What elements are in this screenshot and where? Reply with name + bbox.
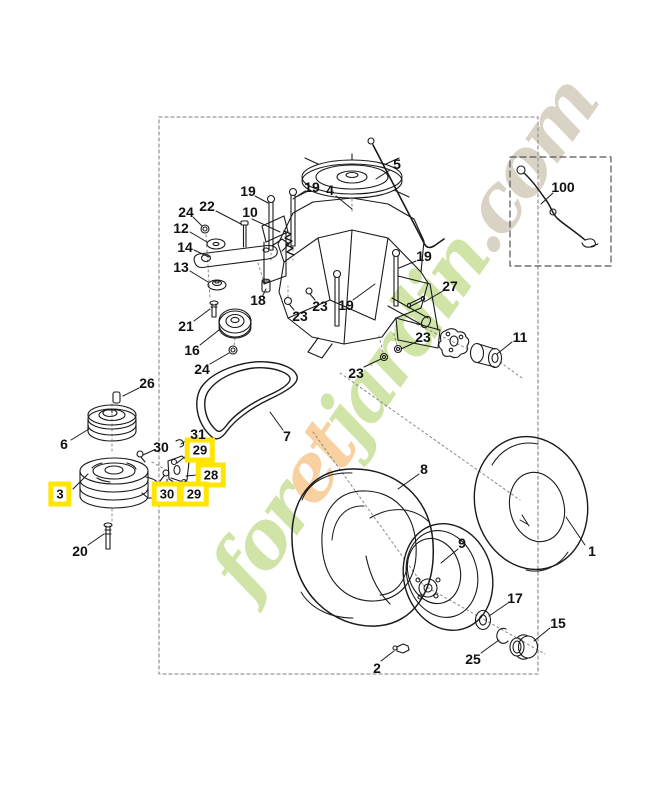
clutch-drawing [79,457,161,550]
part-label-4[interactable]: 4 [326,182,334,198]
part-label-19[interactable]: 19 [304,179,320,195]
part-label-29[interactable]: 29 [184,437,216,463]
tube-drawing [473,435,589,572]
part-label-23[interactable]: 23 [292,308,308,324]
part-label-7[interactable]: 7 [283,428,291,444]
part-label-11[interactable]: 11 [512,329,528,345]
part-label-24[interactable]: 24 [178,204,194,220]
part-label-21[interactable]: 21 [178,318,194,334]
part-label-19[interactable]: 19 [240,183,256,199]
part-label-5[interactable]: 5 [393,156,401,172]
part-label-28[interactable]: 28 [195,462,227,488]
part-label-6[interactable]: 6 [60,436,68,452]
part-label-16[interactable]: 16 [184,342,200,358]
bracket-cluster-drawing [136,439,190,486]
part-label-30[interactable]: 30 [151,481,183,507]
pulley-drawing [87,391,137,442]
part-label-19[interactable]: 19 [338,297,354,313]
part-label-1[interactable]: 1 [588,543,596,559]
part-label-19[interactable]: 19 [416,248,432,264]
part-label-13[interactable]: 13 [173,259,189,275]
idler-pulley-drawing [209,300,252,355]
part-label-23[interactable]: 23 [348,365,364,381]
part-label-15[interactable]: 15 [550,615,566,631]
part-label-3[interactable]: 3 [48,481,72,507]
diagram-frame [158,116,539,675]
part-label-17[interactable]: 17 [507,590,523,606]
inset-box [509,156,612,267]
part-label-18[interactable]: 18 [250,292,266,308]
part-label-26[interactable]: 26 [139,375,155,391]
part-label-14[interactable]: 14 [177,239,193,255]
part-label-100[interactable]: 100 [551,179,575,195]
part-label-8[interactable]: 8 [420,461,428,477]
part-label-31[interactable]: 31 [190,426,206,442]
rim-drawing [365,509,494,632]
leader-lines [70,169,586,662]
belt-drawing [196,361,298,440]
part-label-29[interactable]: 29 [178,481,210,507]
part-label-27[interactable]: 27 [442,278,458,294]
part-label-12[interactable]: 12 [173,220,189,236]
part-label-30[interactable]: 30 [153,439,169,455]
part-label-22[interactable]: 22 [199,198,215,214]
part-label-25[interactable]: 25 [465,651,481,667]
part-label-23[interactable]: 23 [415,329,431,345]
bolt-19-drawing [266,187,401,327]
part-label-10[interactable]: 10 [242,204,258,220]
part-label-20[interactable]: 20 [72,543,88,559]
cable-drawing [516,165,599,248]
part-label-23[interactable]: 23 [312,298,328,314]
part-label-9[interactable]: 9 [458,535,466,551]
small-hardware-drawing [193,220,426,362]
axle-flange-drawing [438,328,503,369]
tire-drawing [291,468,434,627]
wheel-hardware-drawing [392,609,539,660]
part-label-24[interactable]: 24 [194,361,210,377]
part-label-2[interactable]: 2 [373,660,381,676]
